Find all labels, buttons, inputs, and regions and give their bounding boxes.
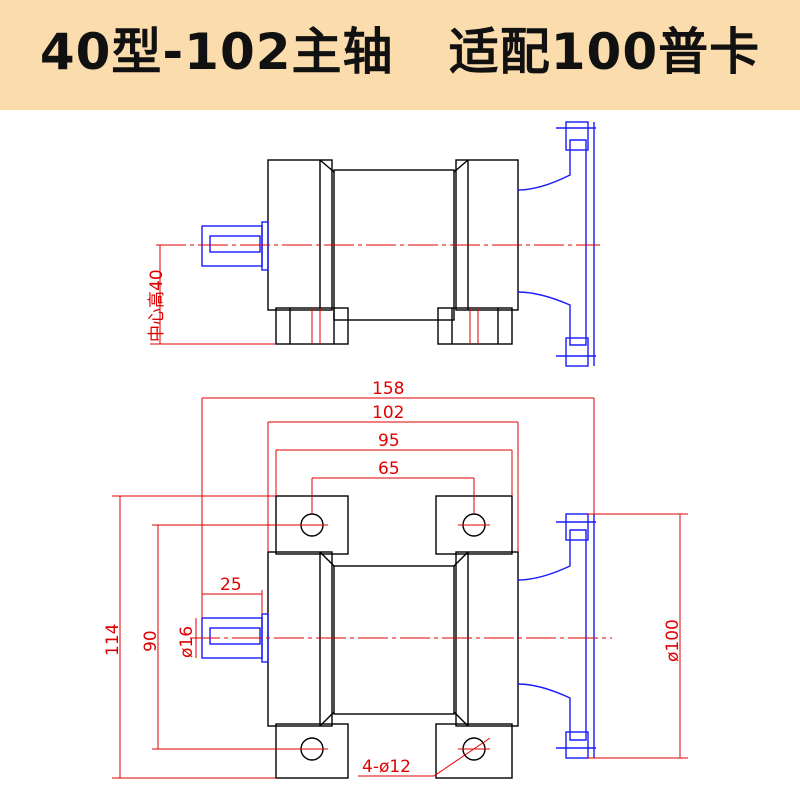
dim-shaft-diameter: ø16: [177, 626, 197, 658]
top-right-block: [455, 551, 519, 727]
dim-center-height: 中心高40: [147, 269, 167, 342]
dim-shaft-length: 25: [220, 575, 242, 595]
side-right-foot: [437, 307, 513, 345]
side-left-block: [267, 159, 333, 311]
side-right-block: [455, 159, 519, 311]
side-flange: [517, 139, 587, 346]
top-view: 158 102 95 65 25 114 90 ø16 ø100: [103, 379, 688, 779]
page-title: 40型-102主轴 适配100普卡: [39, 23, 761, 81]
dim-hole-height: 90: [141, 630, 161, 652]
dim-base-length: 95: [378, 431, 400, 451]
mounting-holes: [296, 513, 490, 761]
technical-drawing: 中心高40: [103, 121, 688, 779]
side-view: 中心高40: [147, 121, 600, 367]
dim-flange-diameter: ø100: [663, 619, 683, 662]
dim-hole-spacing: 65: [378, 459, 400, 479]
dim-body-length: 102: [372, 403, 404, 423]
top-right-lower-base: [435, 723, 513, 779]
top-left-lower-base: [275, 723, 349, 779]
dim-hole-spec: 4-ø12: [362, 757, 411, 777]
top-flange: [517, 529, 587, 741]
top-mid-body: [333, 565, 455, 715]
title-bar: 40型-102主轴 适配100普卡: [0, 0, 800, 110]
side-shaft: [201, 225, 263, 267]
top-left-block: [267, 551, 333, 727]
dim-total-height: 114: [103, 624, 123, 656]
dim-overall-length: 158: [372, 379, 404, 399]
